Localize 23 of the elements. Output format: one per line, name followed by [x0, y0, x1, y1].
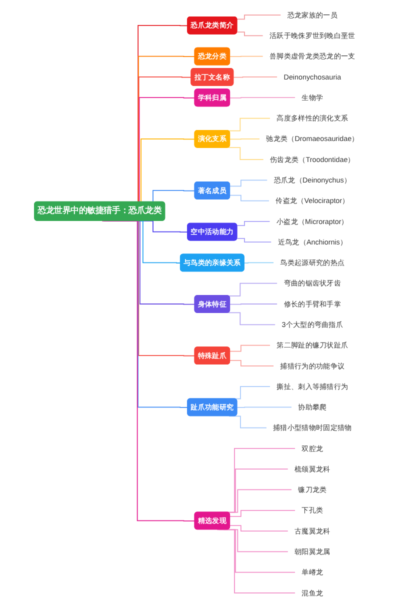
connector — [236, 238, 272, 243]
connector — [233, 76, 278, 78]
connector — [230, 180, 268, 187]
connector — [230, 194, 270, 202]
connector — [230, 304, 278, 305]
connector — [236, 406, 292, 408]
connector — [230, 525, 288, 532]
connector — [230, 138, 260, 140]
connector — [236, 32, 264, 36]
connector — [228, 147, 264, 160]
connector — [230, 56, 264, 58]
connector — [228, 282, 278, 296]
connector — [228, 312, 276, 326]
connector — [236, 221, 270, 226]
connector — [216, 529, 296, 594]
connector — [230, 360, 274, 366]
connector — [230, 97, 296, 98]
connector — [228, 416, 268, 428]
connector — [230, 344, 271, 352]
connector — [230, 510, 296, 517]
connector — [228, 118, 271, 132]
connector — [236, 14, 282, 20]
connector — [244, 262, 274, 264]
